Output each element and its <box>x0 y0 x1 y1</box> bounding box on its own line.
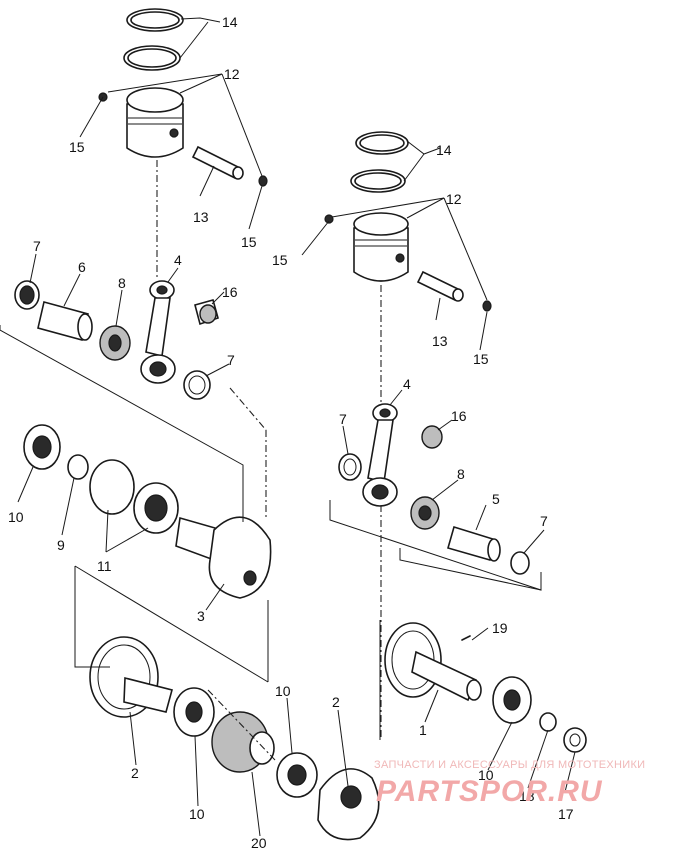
left-crank-bottom <box>89 636 380 841</box>
left-alignment-lines <box>0 160 276 761</box>
callout-18: 18 <box>519 788 535 804</box>
left-crank-half <box>23 424 272 599</box>
right-piston-rings <box>350 131 409 193</box>
callout-11: 11 <box>97 558 112 574</box>
callout-15-left-a: 15 <box>69 139 85 155</box>
callout-15-right-b: 15 <box>473 351 489 367</box>
callout-10-left-c: 10 <box>275 683 291 699</box>
callout-12-right: 12 <box>446 191 462 207</box>
right-alignment-lines <box>329 285 542 740</box>
callout-12-left: 12 <box>224 66 240 82</box>
right-crank-half <box>384 622 587 753</box>
callout-6: 6 <box>78 259 86 275</box>
callout-9: 9 <box>57 537 65 553</box>
right-connecting-rod <box>338 403 530 575</box>
left-piston-rings <box>123 8 184 71</box>
callout-5: 5 <box>492 491 500 507</box>
right-piston <box>324 212 492 312</box>
watermark: ЗАПЧАСТИ И АКСЕССУАРЫ ДЛЯ МОТОТЕХНИКИ PA… <box>374 759 645 808</box>
callout-10-left-a: 10 <box>8 509 24 525</box>
callout-16-right: 16 <box>451 408 467 424</box>
callout-1: 1 <box>419 722 427 738</box>
leader-lines <box>17 17 576 837</box>
callout-17: 17 <box>558 806 574 822</box>
callout-7-left-b: 7 <box>227 352 235 368</box>
left-bearing-parts <box>14 280 211 400</box>
callout-10-right: 10 <box>478 767 494 783</box>
callout-2-left: 2 <box>131 765 139 781</box>
callout-7-right-a: 7 <box>339 411 347 427</box>
left-connecting-rod <box>140 280 219 384</box>
callout-13-left: 13 <box>193 209 209 225</box>
callout-2-right: 2 <box>332 694 340 710</box>
callout-3: 3 <box>197 608 205 624</box>
callout-labels: 14 12 15 13 15 7 6 4 8 16 7 10 9 11 3 14… <box>8 14 574 849</box>
callout-7-right-b: 7 <box>540 513 548 529</box>
callout-20: 20 <box>251 835 267 849</box>
left-piston <box>98 87 184 158</box>
left-piston-pin <box>191 145 268 187</box>
callout-14-right: 14 <box>436 142 452 158</box>
callout-15-right-a: 15 <box>272 252 288 268</box>
callout-8-left: 8 <box>118 275 126 291</box>
watermark-logo-text: PARTSPOR.RU <box>376 775 603 808</box>
callout-13-right: 13 <box>432 333 448 349</box>
watermark-tagline: ЗАПЧАСТИ И АКСЕССУАРЫ ДЛЯ МОТОТЕХНИКИ <box>374 759 645 771</box>
callout-8-right: 8 <box>457 466 465 482</box>
callout-7-left-a: 7 <box>33 238 41 254</box>
callout-16-left: 16 <box>222 284 238 300</box>
callout-10-left-b: 10 <box>189 806 205 822</box>
callout-4-right: 4 <box>403 376 411 392</box>
callout-15-left-b: 15 <box>241 234 257 250</box>
callout-4-left: 4 <box>174 252 182 268</box>
callout-14-left: 14 <box>222 14 238 30</box>
callout-19: 19 <box>492 620 508 636</box>
